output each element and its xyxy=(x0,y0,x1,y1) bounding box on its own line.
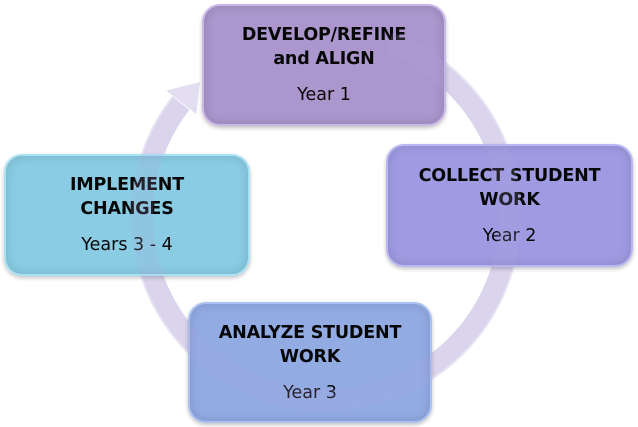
step-title: DEVELOP/REFINE and ALIGN xyxy=(242,23,406,71)
step-title: COLLECT STUDENT WORK xyxy=(419,164,601,212)
step-title-line: COLLECT STUDENT xyxy=(418,165,601,186)
step-title-line: DEVELOP/REFINE xyxy=(241,25,407,45)
step-title: IMPLEMENT CHANGES xyxy=(70,173,184,221)
step-implement-changes: IMPLEMENT CHANGES Years 3 - 4 xyxy=(4,154,250,276)
step-title-line: and ALIGN xyxy=(273,49,375,69)
step-title-line: IMPLEMENT xyxy=(69,175,184,195)
step-period: Year 3 xyxy=(283,382,337,403)
step-period: Years 3 - 4 xyxy=(81,235,173,255)
step-analyze-student-work: ANALYZE STUDENT WORK Year 3 xyxy=(188,302,432,423)
step-title: ANALYZE STUDENT WORK xyxy=(218,321,402,369)
step-collect-student-work: COLLECT STUDENT WORK Year 2 xyxy=(386,144,633,267)
step-period: Year 2 xyxy=(482,225,537,246)
step-title-line: ANALYZE STUDENT xyxy=(218,322,402,343)
step-title-line: WORK xyxy=(479,189,540,210)
step-title-line: WORK xyxy=(279,346,341,367)
step-develop-refine-align: DEVELOP/REFINE and ALIGN Year 1 xyxy=(202,4,446,126)
step-title-line: CHANGES xyxy=(80,199,174,219)
step-period: Year 1 xyxy=(297,85,351,105)
arrow-head-icon xyxy=(164,80,202,116)
